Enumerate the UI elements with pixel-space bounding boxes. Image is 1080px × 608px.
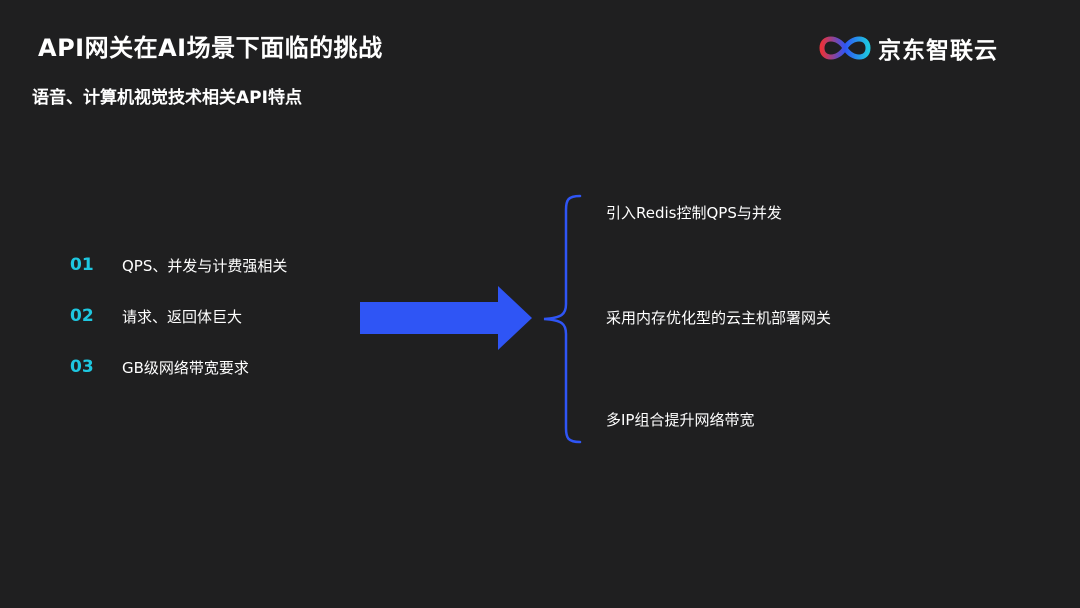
feature-list: 01 QPS、并发与计费强相关 02 请求、返回体巨大 03 GB级网络带宽要求	[70, 252, 287, 405]
feature-text: GB级网络带宽要求	[122, 358, 249, 377]
feature-item-1: 01 QPS、并发与计费强相关	[70, 252, 287, 278]
solution-item-3: 多IP组合提升网络带宽	[606, 411, 755, 429]
feature-item-2: 02 请求、返回体巨大	[70, 303, 287, 329]
infinity-logo-icon	[819, 36, 871, 60]
feature-number: 02	[70, 306, 94, 326]
feature-number: 01	[70, 255, 94, 275]
solution-item-1: 引入Redis控制QPS与并发	[606, 204, 782, 222]
right-arrow-icon	[360, 286, 532, 350]
slide-subtitle: 语音、计算机视觉技术相关API特点	[32, 88, 302, 108]
solution-item-2: 采用内存优化型的云主机部署网关	[606, 309, 832, 327]
brand-logo: 京东智联云	[816, 30, 998, 66]
slide-title: API网关在AI场景下面临的挑战	[38, 34, 383, 62]
curly-brace-icon	[543, 194, 582, 444]
feature-text: 请求、返回体巨大	[122, 307, 243, 326]
feature-number: 03	[70, 357, 94, 377]
feature-item-3: 03 GB级网络带宽要求	[70, 354, 287, 380]
logo-text: 京东智联云	[878, 38, 998, 64]
feature-text: QPS、并发与计费强相关	[122, 256, 288, 275]
